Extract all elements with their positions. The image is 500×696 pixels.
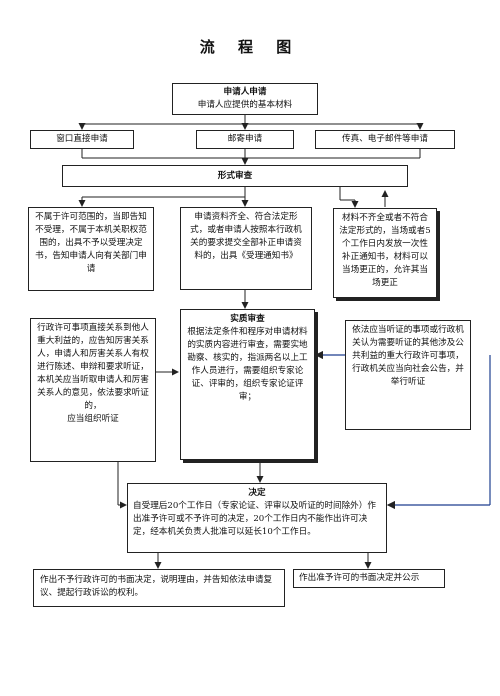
reject-box: 不属于许可范围的，当即告知不受理，不属于本机关职权范围的，出具不予以受理决定书，… xyxy=(28,207,154,291)
formal-review-label: 形式审查 xyxy=(217,171,253,181)
channel-window: 窗口直接申请 xyxy=(30,130,134,149)
final-deny-text: 作出不予行政许可的书面决定，说明理由，并告知依法申请复议、提起行政诉讼的权利。 xyxy=(40,575,273,598)
decision-box: 决定 自受理后20个工作日（专家论证、评审以及听证的时间除外）作出准予许可或不予… xyxy=(127,483,387,553)
final-deny-box: 作出不予行政许可的书面决定，说明理由，并告知依法申请复议、提起行政诉讼的权利。 xyxy=(33,569,285,607)
final-approve-text: 作出准予许可的书面决定并公示 xyxy=(299,573,420,583)
channel-mail: 邮寄申请 xyxy=(196,130,294,149)
channel-mail-label: 邮寄申请 xyxy=(227,134,263,144)
channel-fax-email-label: 传真、电子邮件等申请 xyxy=(342,134,428,144)
supplement-box: 材料不齐全或者不符合法定形式的，当场或者5个工作日内发放一次性补正通知书，材料可… xyxy=(333,208,437,298)
substantive-review-box: 实质审查 根据法定条件和程序对申请材料的实质内容进行审查，需要实地勘察、核实的，… xyxy=(180,309,315,460)
hearing-left-text: 行政许可事项直接关系到他人重大利益的，应告知厉害关系人，申请人和厉害关系人有权进… xyxy=(37,323,149,411)
hearing-left-tail: 应当组织听证 xyxy=(67,414,119,424)
substantive-text: 根据法定条件和程序对申请材料的实质内容进行审查，需要实地勘察、核实的，指派两名以… xyxy=(187,327,308,402)
channel-fax-email: 传真、电子邮件等申请 xyxy=(315,130,455,149)
applicant-box: 申请人申请 申请人应提供的基本材料 xyxy=(172,83,318,115)
reject-text: 不属于许可范围的，当即告知不受理，不属于本机关职权范围的，出具不予以受理决定书，… xyxy=(35,212,147,274)
formal-review-box: 形式审查 xyxy=(62,165,408,187)
page-title: 流 程 图 xyxy=(199,38,301,56)
supplement-text: 材料不齐全或者不符合法定形式的，当场或者5个工作日内发放一次性补正通知书，材料可… xyxy=(339,213,431,288)
decision-heading: 决定 xyxy=(248,488,266,498)
channel-window-label: 窗口直接申请 xyxy=(56,134,108,144)
hearing-right-text: 依法应当听证的事项或行政机关认为需要听证的其他涉及公共利益的重大行政许可事项，行… xyxy=(352,325,464,387)
applicant-heading: 申请人申请 xyxy=(223,87,267,97)
hearing-right-box: 依法应当听证的事项或行政机关认为需要听证的其他涉及公共利益的重大行政许可事项，行… xyxy=(345,320,471,430)
substantive-heading: 实质审查 xyxy=(230,314,265,324)
applicant-materials: 申请人应提供的基本材料 xyxy=(197,100,293,110)
decision-text: 自受理后20个工作日（专家论证、评审以及听证的时间除外）作出准予许可或不予许可的… xyxy=(133,501,376,537)
final-approve-box: 作出准予许可的书面决定并公示 xyxy=(293,569,445,588)
accept-box: 申请资料齐全、符合法定形式，或者申请人按照本行政机关的要求提交全部补正申请资料的… xyxy=(180,207,312,290)
accept-text: 申请资料齐全、符合法定形式，或者申请人按照本行政机关的要求提交全部补正申请资料的… xyxy=(190,212,302,261)
hearing-left-box: 行政许可事项直接关系到他人重大利益的，应告知厉害关系人，申请人和厉害关系人有权进… xyxy=(30,318,156,462)
